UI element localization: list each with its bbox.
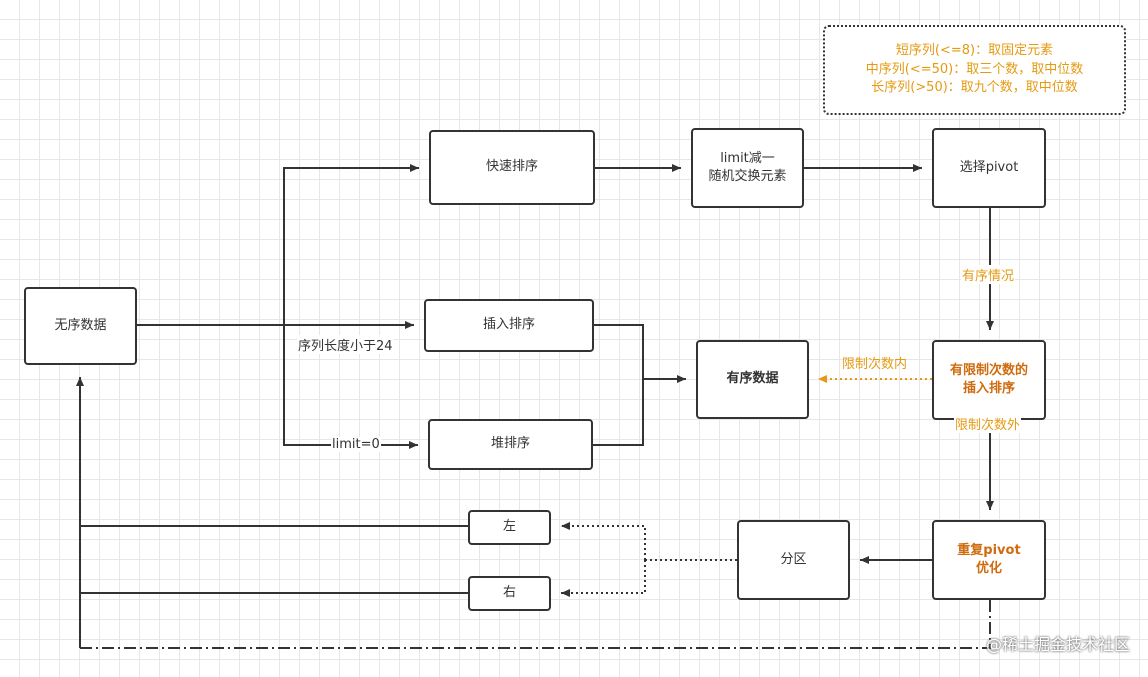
edge-heap-to-sorted (593, 379, 644, 446)
node-limited-insertion-sort[interactable]: 有限制次数的 插入排序 (932, 340, 1046, 420)
node-insertion-sort[interactable]: 插入排序 (424, 299, 594, 352)
label-beyond-limit: 限制次数外 (954, 414, 1022, 433)
label-ordered-case: 有序情况 (961, 265, 1016, 284)
edge-partition-to-left (561, 522, 646, 560)
label-within-limit: 限制次数内 (842, 357, 908, 372)
node-left[interactable]: 左 (468, 510, 551, 545)
label-limit-zero: limit=0 (331, 437, 381, 452)
pivot-selection-note: 短序列(<=8)：取固定元素 中序列(<=50)：取三个数，取中位数 长序列(>… (823, 25, 1126, 115)
watermark: @稀土掘金技术社区 (985, 635, 1130, 654)
note-line-medium: 中序列(<=50)：取三个数，取中位数 (865, 61, 1084, 77)
node-partition[interactable]: 分区 (737, 520, 850, 600)
node-limit-random-swap[interactable]: limit减一 随机交换元素 (691, 128, 804, 208)
edge-insertion-to-sorted (594, 324, 686, 383)
node-sorted-data[interactable]: 有序数据 (696, 340, 809, 419)
node-unsorted-data[interactable]: 无序数据 (24, 287, 137, 365)
edge-partition-to-right (561, 560, 646, 597)
label-length-lt-24: 序列长度小于24 (297, 335, 394, 354)
edge-unsorted-to-quicksort (283, 164, 419, 325)
note-line-short: 短序列(<=8)：取固定元素 (895, 42, 1054, 58)
node-repeated-pivot-optimization[interactable]: 重复pivot 优化 (932, 520, 1046, 600)
node-select-pivot[interactable]: 选择pivot (932, 128, 1046, 208)
note-line-long: 长序列(>50)：取九个数，取中位数 (871, 80, 1078, 96)
edge-recursion-loop (80, 600, 991, 649)
node-quick-sort[interactable]: 快速排序 (429, 130, 595, 205)
node-heap-sort[interactable]: 堆排序 (428, 419, 593, 470)
node-right[interactable]: 右 (468, 576, 551, 611)
